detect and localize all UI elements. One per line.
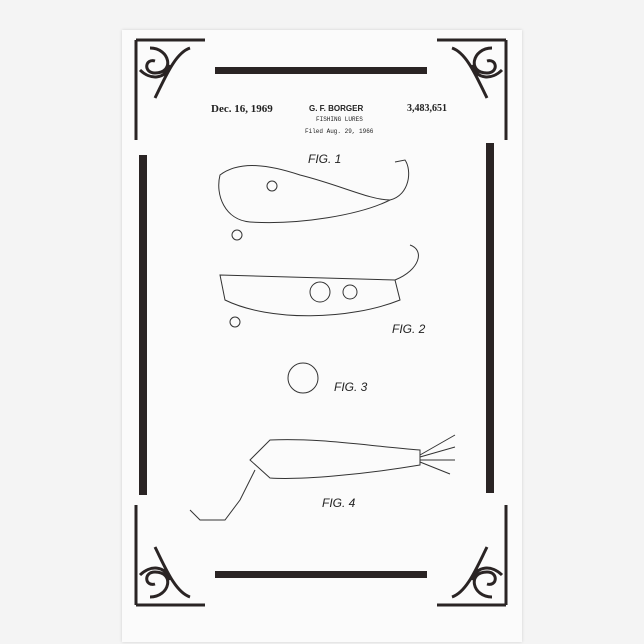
fig3-section — [288, 363, 318, 393]
scroll-bottom-left — [136, 505, 205, 605]
fig1-eye — [267, 181, 277, 191]
fig2-lure — [220, 275, 400, 316]
patent-date: Dec. 16, 1969 — [211, 103, 273, 115]
patent-inventor: G. F. BORGER — [309, 104, 363, 113]
scroll-top-right — [437, 40, 506, 140]
fig4-lure — [250, 440, 420, 479]
fig1-lure — [219, 166, 390, 223]
fig1-hook — [390, 160, 409, 200]
scroll-bottom-right — [437, 505, 506, 605]
patent-filed: Filed Aug. 29, 1966 — [305, 128, 373, 135]
fig4-label: FIG. 4 — [322, 496, 355, 510]
top-bar — [215, 67, 427, 74]
fig2-label: FIG. 2 — [392, 322, 425, 336]
left-bar — [139, 155, 147, 495]
fig2-hook — [395, 245, 418, 280]
fig4-chain — [190, 470, 255, 520]
bottom-bar — [215, 571, 427, 578]
patent-title: FISHING LURES — [316, 116, 363, 123]
fig2-ball2 — [343, 285, 357, 299]
patent-number: 3,483,651 — [407, 103, 447, 114]
scroll-top-left — [136, 40, 205, 140]
fig1-label: FIG. 1 — [308, 152, 341, 166]
right-bar — [486, 143, 494, 493]
fig2-ball1 — [310, 282, 330, 302]
fig3-label: FIG. 3 — [334, 380, 367, 394]
fig4-feathers — [420, 435, 455, 474]
